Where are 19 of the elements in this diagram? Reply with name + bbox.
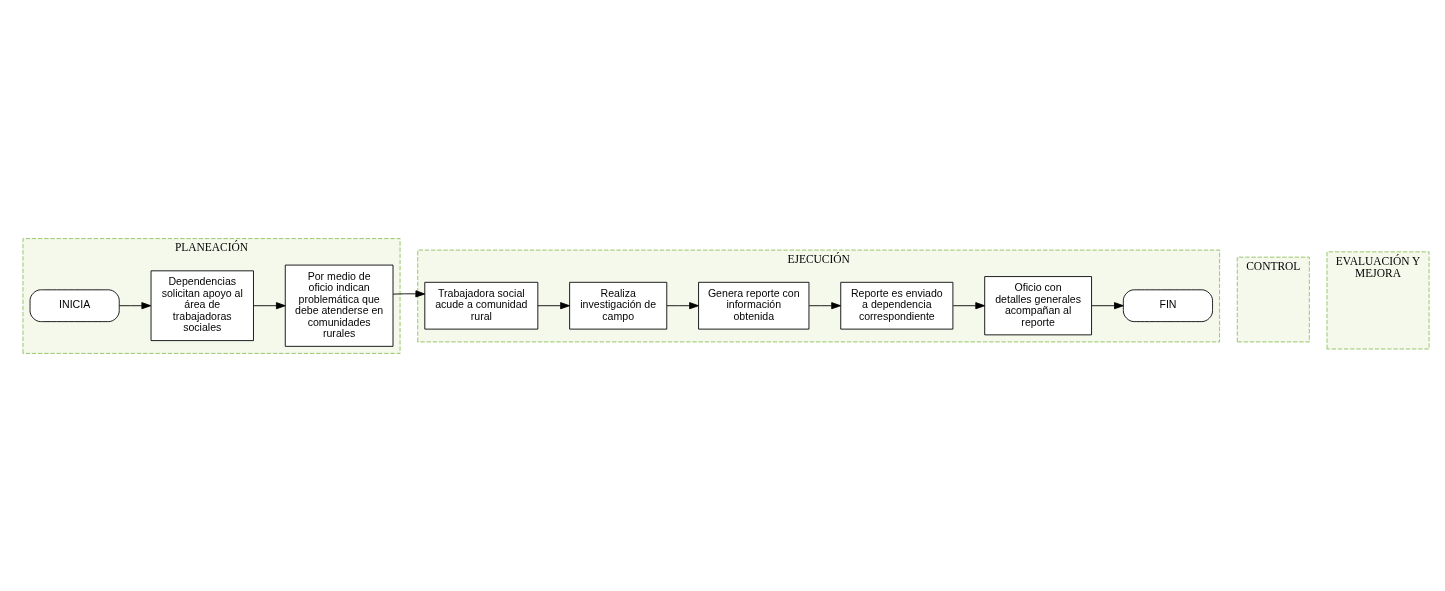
arrow <box>952 301 986 309</box>
arrow <box>392 289 426 297</box>
node-box: CONTROL <box>1236 256 1310 342</box>
node-box: Genera reporte con información obtenida <box>698 281 810 330</box>
node-box: Reporte es enviado a dependencia correspondiente <box>840 281 954 330</box>
arrow <box>1091 301 1124 309</box>
arrow <box>808 301 841 309</box>
arrow <box>666 301 699 309</box>
node-box: FIN <box>1122 288 1213 322</box>
node-box: EVALUACIÓN Y MEJORA <box>1326 250 1430 349</box>
arrow <box>119 301 152 309</box>
node-box: Dependencias solicitan apoyo al área de trabajadoras sociales <box>150 269 254 341</box>
node-box: Por medio de oficio indican problemática que debe atenderse en comunidades rurales <box>284 264 394 347</box>
arrow <box>537 301 570 309</box>
node-box: Trabajadora social acude a comunidad rural <box>424 281 539 330</box>
arrow <box>253 301 286 309</box>
node-box: Oficio con detalles generales acompañan al reporte <box>984 275 1092 335</box>
node-box: INICIA <box>29 288 120 322</box>
node-box: Realiza investigación de campo <box>569 281 668 330</box>
